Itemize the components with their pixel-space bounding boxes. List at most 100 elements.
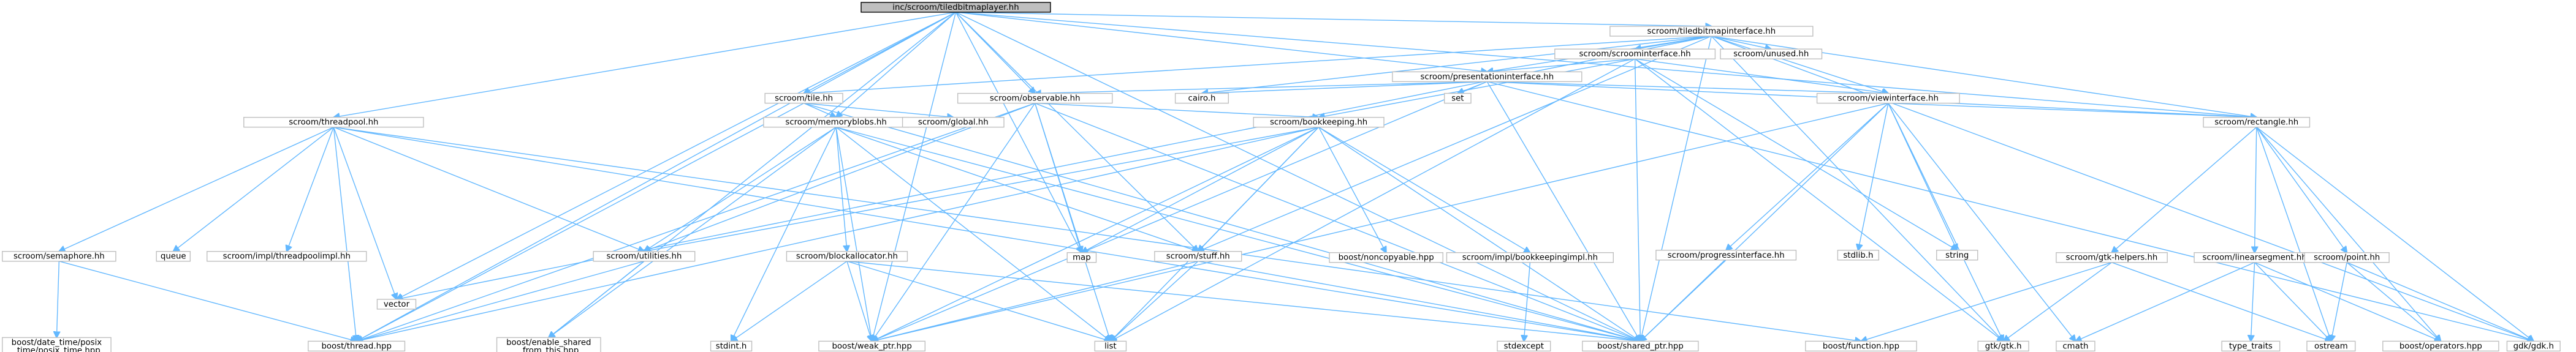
header-node[interactable]: scroom/semaphore.hh	[2, 251, 116, 262]
header-node[interactable]: scroom/tiledbitmapinterface.hh	[1609, 26, 1814, 37]
header-node[interactable]: scroom/presentationinterface.hh	[1392, 71, 1582, 83]
dependency-edge	[1318, 127, 1386, 253]
dependency-edge	[2112, 127, 2257, 253]
header-node[interactable]: scroom/utilities.hh	[593, 251, 696, 262]
header-node[interactable]: ostream	[2306, 340, 2356, 352]
node-label: scroom/stuff.hh	[1166, 252, 1230, 261]
header-node[interactable]: type_traits	[2221, 340, 2281, 352]
header-node[interactable]: stdint.h	[710, 340, 753, 352]
header-node[interactable]: boost/thread.hpp	[308, 340, 406, 352]
header-node[interactable]: string	[1936, 250, 1978, 261]
edge-line	[872, 81, 1487, 341]
header-node[interactable]: scroom/blockallocator.hh	[786, 251, 908, 262]
header-node[interactable]: scroom/impl/threadpoolimpl.hh	[207, 251, 367, 262]
header-node[interactable]: scroom/linearsegment.hh	[2194, 252, 2316, 263]
node-box	[2, 251, 116, 262]
header-node[interactable]: stdexcept	[1497, 340, 1551, 352]
header-node[interactable]: queue	[156, 251, 191, 262]
dependency-edge	[1711, 36, 2533, 341]
header-node[interactable]: scroom/gtk-helpers.hh	[2056, 252, 2168, 263]
node-box	[1816, 92, 1960, 104]
header-node[interactable]: scroom/memoryblobs.hh	[763, 116, 910, 128]
header-node[interactable]: boost/function.hpp	[1805, 340, 1917, 352]
header-node[interactable]: boost/shared_ptr.hpp	[1582, 340, 1699, 352]
dependency-edge	[872, 127, 1319, 342]
edge-line	[1035, 103, 1111, 342]
node-box	[1443, 92, 1472, 104]
node-box	[786, 251, 908, 262]
header-node[interactable]: gtk/gtk.h	[1977, 340, 2029, 352]
header-node[interactable]: scroom/scroominterface.hh	[1554, 48, 1716, 59]
header-node[interactable]: scroom/bookkeeping.hh	[1253, 116, 1385, 128]
header-node[interactable]: scroom/unused.hh	[1720, 48, 1823, 59]
header-node[interactable]: scroom/global.hh	[902, 116, 1005, 128]
edge-line	[2075, 262, 2255, 342]
edge-line	[872, 12, 957, 341]
header-node[interactable]: scroom/impl/bookkeepingimpl.hh	[1446, 252, 1614, 263]
header-node[interactable]: scroom/viewinterface.hh	[1816, 92, 1960, 104]
dependency-edge	[333, 127, 644, 252]
header-node[interactable]: stdlib.h	[1837, 250, 1880, 261]
node-box	[1554, 48, 1716, 59]
dependency-edge	[357, 102, 804, 342]
edge-line	[2251, 262, 2255, 342]
header-node[interactable]: scroom/threadpool.hh	[243, 116, 424, 128]
dependency-edge	[357, 126, 1319, 342]
node-label: boost/thread.hpp	[321, 342, 391, 351]
edge-line	[2254, 262, 2331, 342]
header-node[interactable]: scroom/observable.hh	[957, 92, 1113, 104]
header-node[interactable]: map	[1066, 252, 1097, 263]
edge-line	[1726, 103, 1889, 250]
edge-line	[549, 261, 645, 338]
header-node[interactable]: scroom/rectangle.hh	[2203, 116, 2311, 128]
dependency-edge	[1198, 36, 1712, 252]
header-node[interactable]: boost/noncopyable.hpp	[1329, 252, 1443, 263]
edge-line	[836, 12, 956, 118]
node-label: list	[1104, 342, 1117, 351]
edge-line	[1487, 58, 1635, 72]
header-node[interactable]: cairo.h	[1174, 92, 1229, 104]
edge-line	[804, 36, 1712, 94]
dependency-edge	[1635, 58, 2004, 341]
edge-line	[357, 12, 956, 341]
dependency-edge	[2075, 262, 2255, 342]
node-label: scroom/linearsegment.hh	[2202, 253, 2306, 263]
edge-line	[1111, 58, 1635, 341]
dependency-edge	[1202, 81, 1487, 93]
header-node[interactable]: boost/operators.hpp	[2382, 340, 2499, 352]
dependency-edge	[2331, 262, 2347, 342]
node-box	[1174, 92, 1229, 104]
header-node[interactable]: boost/enable_shared_from_this.hpp	[496, 337, 601, 352]
dependency-edge	[333, 127, 356, 342]
node-label: inc/scroom/tiledbitmaplayer.hh	[892, 3, 1019, 12]
root-header-node[interactable]: inc/scroom/tiledbitmaplayer.hh	[861, 2, 1051, 13]
header-node[interactable]: list	[1094, 340, 1127, 352]
header-node[interactable]: scroom/point.hh	[2304, 252, 2390, 263]
dependency-edge	[872, 81, 1487, 341]
header-node[interactable]: scroom/tile.hh	[764, 92, 843, 104]
header-node[interactable]: boost/date_time/posix_time/posix_time.hp…	[2, 337, 112, 352]
dependency-edge	[1861, 262, 2112, 342]
node-box	[2306, 340, 2356, 352]
node-box	[710, 340, 753, 352]
header-node[interactable]: boost/weak_ptr.hpp	[818, 340, 926, 352]
dependency-edge	[357, 12, 956, 341]
header-node[interactable]: gdk/gdk.h	[2506, 340, 2561, 352]
header-node[interactable]: scroom/progressinterface.hh	[1655, 250, 1797, 261]
edge-line	[644, 127, 837, 252]
node-box	[1329, 252, 1443, 263]
dependency-edge	[872, 102, 1889, 342]
node-label: scroom/tile.hh	[775, 94, 833, 103]
node-box	[1720, 48, 1823, 59]
edge-line	[2256, 127, 2441, 342]
header-node[interactable]: set	[1443, 92, 1472, 104]
edge-line	[1711, 36, 1888, 94]
edge-line	[872, 261, 1198, 342]
header-node[interactable]: scroom/stuff.hh	[1154, 251, 1242, 262]
node-label: ostream	[2314, 342, 2348, 351]
node-box	[1154, 251, 1242, 262]
header-node[interactable]: cmath	[2056, 340, 2095, 352]
dependency-edge	[956, 12, 2256, 118]
dependency-edge	[1318, 127, 1641, 342]
header-node[interactable]: vector	[376, 299, 417, 310]
